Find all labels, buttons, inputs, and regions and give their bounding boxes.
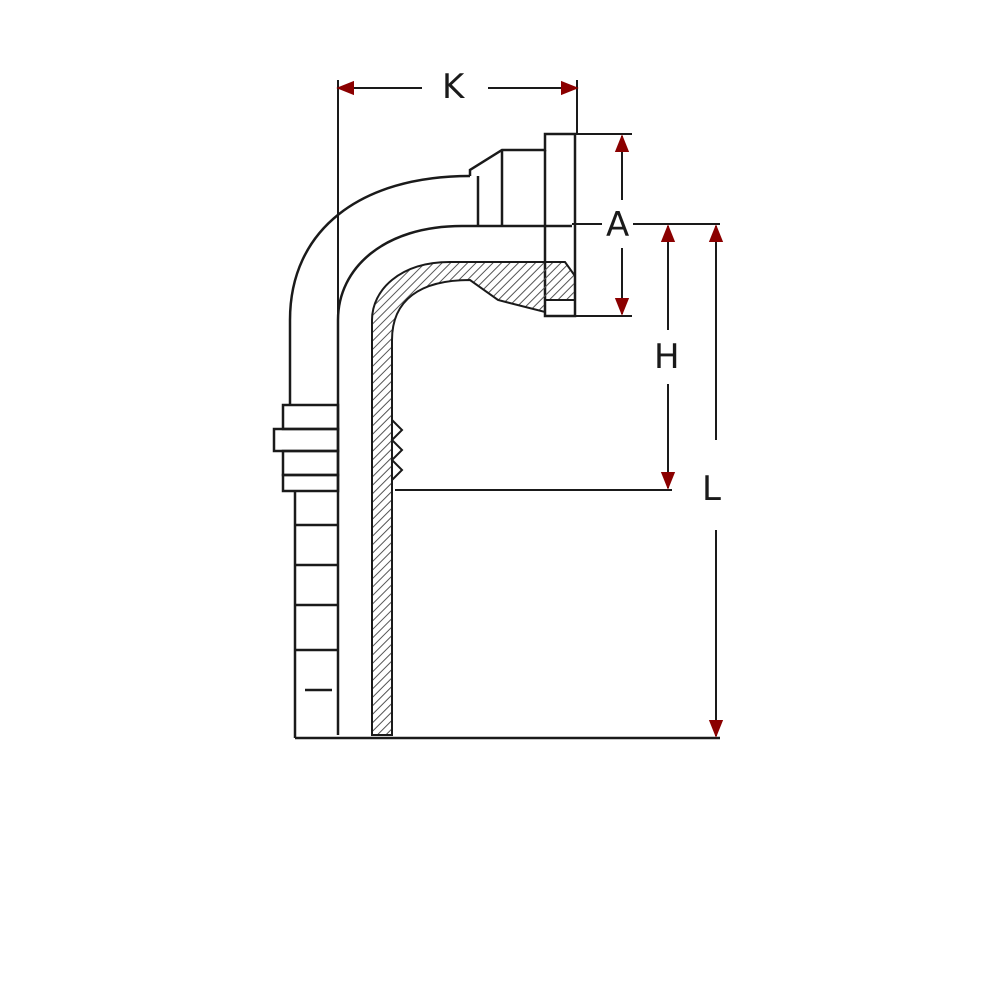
dimension-lines (336, 80, 724, 738)
outer-bend-contour (288, 174, 471, 405)
ferrule-collar-2 (281, 473, 340, 493)
dimension-label-k: K (438, 70, 469, 104)
stem-serrations (390, 419, 404, 481)
dimension-label-a: A (602, 208, 634, 242)
dimension-label-l: L (698, 472, 725, 506)
ferrule-mid (281, 449, 340, 477)
flange-head (468, 132, 577, 318)
ferrule-collar-1 (272, 427, 340, 453)
tail-barbs (295, 523, 338, 692)
ferrule-upper (281, 403, 340, 431)
extension-lines (337, 80, 720, 491)
dimension-label-h: H (650, 340, 684, 374)
section-hatch (371, 261, 576, 736)
